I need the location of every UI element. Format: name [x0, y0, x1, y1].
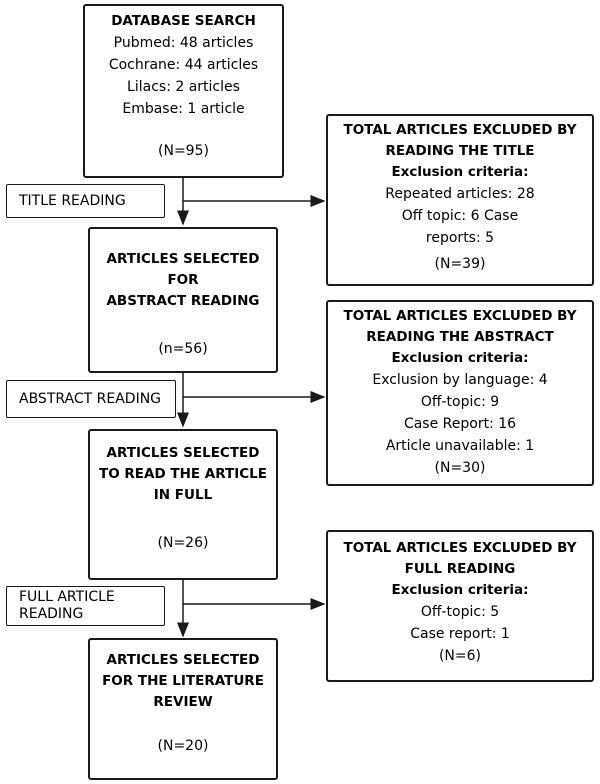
- search-item: Cochrane: 44 articles: [108, 57, 259, 73]
- database-search-title: DATABASE SEARCH: [111, 13, 256, 29]
- step-label-text: TITLE READING: [19, 193, 126, 209]
- exclusion-item: Case report: 1: [410, 626, 510, 642]
- exclusion-criteria-label: Exclusion criteria:: [391, 582, 529, 598]
- abstract-selected-title: ABSTRACT READING: [106, 293, 260, 309]
- step-label-text: READING: [19, 606, 84, 622]
- database-search-box: DATABASE SEARCH Pubmed: 48 articles Coch…: [83, 4, 284, 178]
- exclusion-item: Exclusion by language: 4: [372, 372, 548, 388]
- excluded-full-heading: TOTAL ARTICLES EXCLUDED BY: [343, 540, 577, 556]
- exclusion-criteria-label: Exclusion criteria:: [391, 164, 529, 180]
- review-selected-title: FOR THE LITERATURE: [102, 673, 264, 689]
- full-selected-count: (N=26): [157, 535, 209, 551]
- search-item: Lilacs: 2 articles: [127, 79, 240, 95]
- step-label-text: ABSTRACT READING: [19, 391, 162, 407]
- step-label-text: FULL ARTICLE: [19, 589, 115, 605]
- full-selected-title: ARTICLES SELECTED: [106, 445, 260, 461]
- excluded-title-heading: READING THE TITLE: [385, 143, 535, 159]
- search-item: Embase: 1 article: [122, 101, 245, 117]
- exclusion-criteria-label: Exclusion criteria:: [391, 350, 529, 366]
- exclusion-item: Repeated articles: 28: [385, 186, 535, 202]
- full-selected-title: IN FULL: [153, 487, 213, 503]
- full-selected-title: TO READ THE ARTICLE: [99, 466, 267, 482]
- exclusion-item: Off-topic: 9: [420, 394, 500, 410]
- excluded-title-heading: TOTAL ARTICLES EXCLUDED BY: [343, 122, 577, 138]
- review-selected-count: (N=20): [157, 738, 209, 754]
- exclusion-item: Case Report: 16: [403, 416, 517, 432]
- excluded-full-count: (N=6): [438, 648, 482, 664]
- step-label-abstract-reading: ABSTRACT READING: [6, 380, 176, 418]
- exclusion-item: Off-topic: 5: [420, 604, 500, 620]
- abstract-selected-box: ARTICLES SELECTED FOR ABSTRACT READING (…: [88, 227, 278, 373]
- exclusion-item: Off topic: 6 Case: [401, 208, 519, 224]
- excluded-full-box: TOTAL ARTICLES EXCLUDED BY FULL READING …: [326, 530, 594, 682]
- step-label-title-reading: TITLE READING: [6, 184, 165, 218]
- exclusion-item: reports: 5: [425, 230, 495, 246]
- excluded-title-box: TOTAL ARTICLES EXCLUDED BY READING THE T…: [326, 114, 594, 286]
- search-count: (N=95): [158, 143, 209, 159]
- review-selected-box: ARTICLES SELECTED FOR THE LITERATURE REV…: [88, 638, 278, 780]
- step-label-full-reading: FULL ARTICLE READING: [6, 586, 165, 626]
- excluded-abstract-heading: TOTAL ARTICLES EXCLUDED BY: [343, 308, 577, 324]
- review-selected-title: REVIEW: [153, 694, 213, 710]
- search-item: Pubmed: 48 articles: [113, 35, 254, 51]
- excluded-abstract-count: (N=30): [434, 460, 486, 476]
- excluded-full-heading: FULL READING: [404, 561, 516, 577]
- excluded-title-count: (N=39): [434, 256, 486, 272]
- abstract-selected-title: ARTICLES SELECTED FOR: [106, 251, 260, 288]
- exclusion-item: Article unavailable: 1: [385, 438, 535, 454]
- full-selected-box: ARTICLES SELECTED TO READ THE ARTICLE IN…: [88, 429, 278, 580]
- abstract-selected-count: (n=56): [158, 341, 208, 357]
- excluded-abstract-heading: READING THE ABSTRACT: [366, 329, 554, 345]
- review-selected-title: ARTICLES SELECTED: [106, 652, 260, 668]
- excluded-abstract-box: TOTAL ARTICLES EXCLUDED BY READING THE A…: [326, 300, 594, 486]
